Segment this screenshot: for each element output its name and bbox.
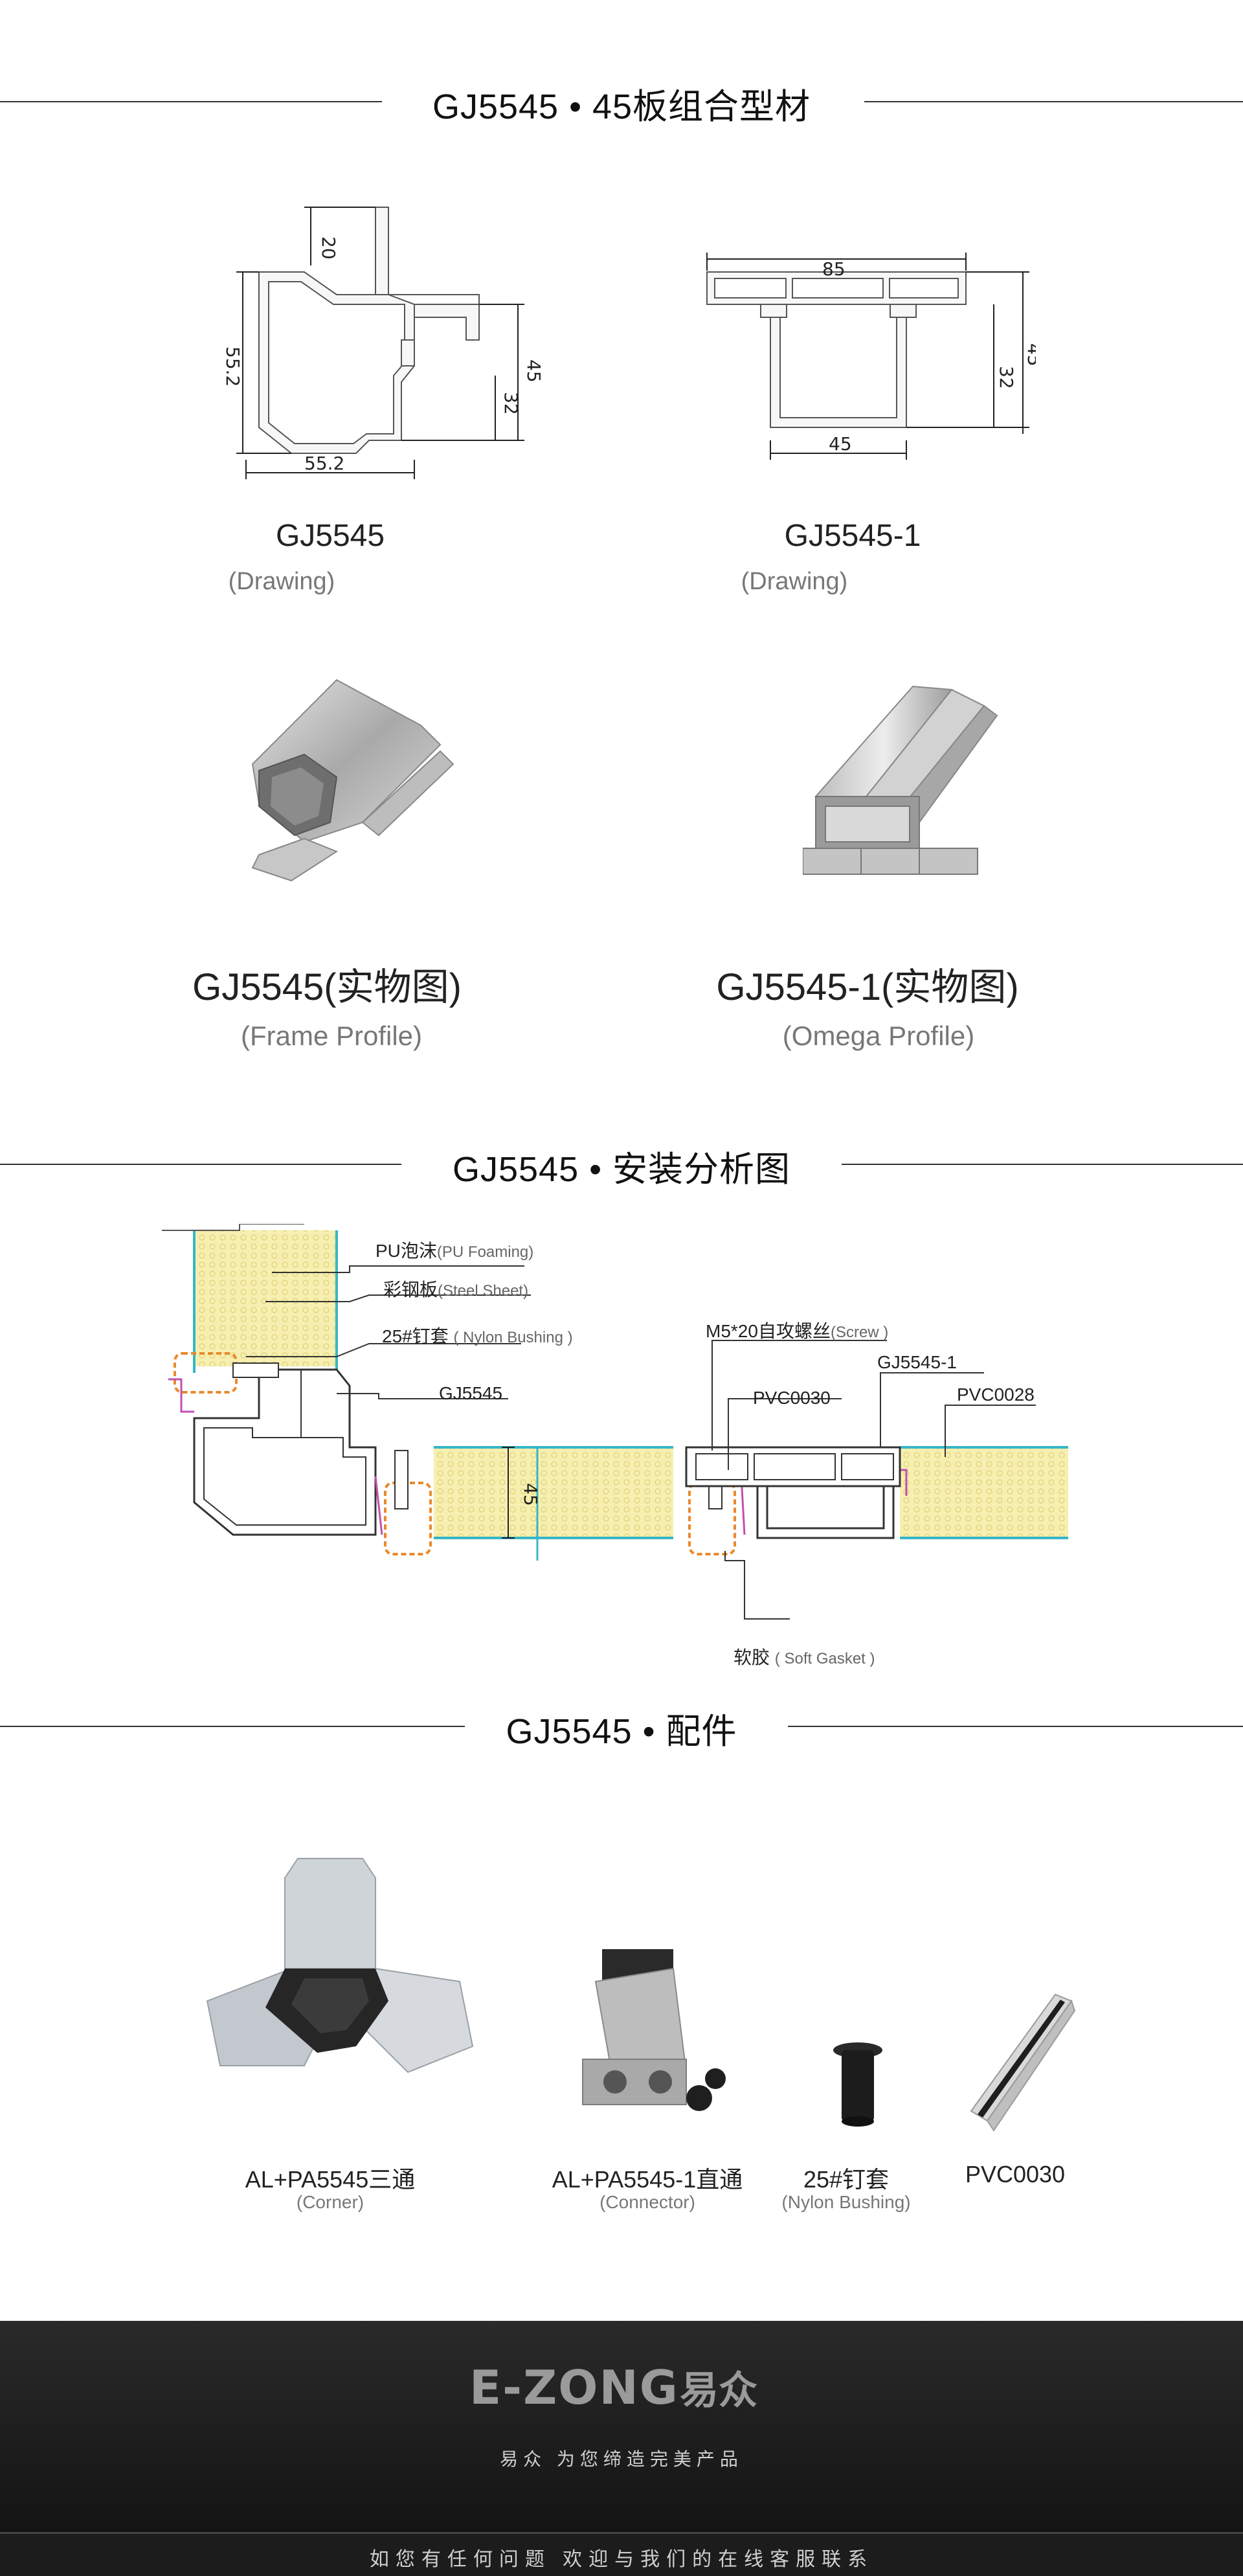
- accessory-nylon-bushing-sub: (Nylon Bushing): [781, 2192, 911, 2212]
- photo-omega-profile: [803, 685, 998, 875]
- dim-32: 32: [500, 392, 522, 415]
- footer-contact-text: 如您有任何问题 欢迎与我们的在线客服联系: [369, 2549, 874, 2570]
- dim-55-2-horizontal: 55.2: [304, 453, 344, 474]
- label-pu-foaming: PU泡沫(PU Foaming): [375, 1241, 534, 1261]
- dim-55-2-vertical: 55.2: [222, 346, 243, 387]
- drawing-gj5545-1-sub: (Drawing): [741, 568, 848, 595]
- footer-contact-bar: 如您有任何问题 欢迎与我们的在线客服联系: [0, 2532, 1243, 2576]
- accessory-nylon-bushing-name: 25#钉套: [803, 2166, 890, 2193]
- dim-85: 85: [822, 258, 845, 280]
- section-title-analysis: GJ5545 • 安装分析图: [452, 1150, 791, 1189]
- installation-diagram: 45: [162, 1224, 1068, 1620]
- drawing-gj5545-1: 85 32 45 45: [706, 253, 1036, 460]
- footer-tagline: 易众 为您缔造完美产品: [500, 2449, 743, 2469]
- accessory-connector-sub: (Connector): [599, 2192, 695, 2212]
- accessory-corner-sub: (Corner): [296, 2192, 364, 2212]
- label-pvc0028: PVC0028: [957, 1384, 1035, 1405]
- footer: E-ZONG 易众 易众 为您缔造完美产品: [0, 2321, 1243, 2532]
- title-rule-left: [0, 101, 382, 102]
- photo-omega-profile-name: GJ5545-1(实物图): [716, 966, 1019, 1008]
- drawing-gj5545-name: GJ5545: [275, 519, 385, 553]
- diagram-dim-45: 45: [520, 1483, 541, 1506]
- drawing-gj5545-1-name: GJ5545-1: [784, 519, 921, 553]
- accessory-corner-name: AL+PA5545三通: [245, 2166, 416, 2193]
- photo-frame-profile-sub: (Frame Profile): [240, 1021, 423, 1051]
- accessory-nylon-bushing-image: [833, 2042, 882, 2127]
- dim-45-horizontal: 45: [829, 433, 852, 455]
- dim-32: 32: [996, 366, 1017, 389]
- accessory-pvc0030-image: [970, 1993, 1076, 2132]
- label-gj5545-1: GJ5545-1: [877, 1352, 957, 1372]
- photo-frame-profile-name: GJ5545(实物图): [192, 966, 462, 1008]
- accessory-corner-image: [206, 1858, 474, 2073]
- dim-20: 20: [318, 236, 339, 260]
- drawing-gj5545: 20 55.2 55.2 32 45: [222, 207, 544, 479]
- dim-45-vertical: 45: [1024, 343, 1036, 367]
- title-rule-right: [842, 1164, 1243, 1165]
- svg-text:E-ZONG: E-ZONG: [469, 2360, 679, 2415]
- accessory-connector-image: [582, 1949, 726, 2111]
- label-steel-sheet: 彩钢板(Steel Sheet): [383, 1280, 529, 1300]
- photo-frame-profile: [251, 679, 454, 882]
- title-rule-left: [0, 1726, 465, 1727]
- label-soft-gasket: 软胶 ( Soft Gasket ): [733, 1647, 875, 1667]
- label-screw: M5*20自攻螺丝(Screw ): [706, 1321, 889, 1341]
- e-zong-logo: E-ZONG 易众: [469, 2360, 757, 2415]
- svg-text:易众: 易众: [680, 2368, 757, 2413]
- accessory-connector-name: AL+PA5545-1直通: [552, 2166, 743, 2193]
- label-nylon-bushing: 25#钉套 ( Nylon Bushing ): [382, 1326, 573, 1346]
- label-pvc0030: PVC0030: [753, 1388, 831, 1408]
- accessory-pvc0030-name: PVC0030: [965, 2161, 1066, 2187]
- title-rule-right: [788, 1726, 1243, 1727]
- photo-omega-profile-sub: (Omega Profile): [782, 1021, 975, 1051]
- dim-45: 45: [523, 359, 544, 383]
- title-rule-right: [864, 101, 1243, 102]
- section-title-profiles: GJ5545 • 45板组合型材: [432, 87, 811, 126]
- drawing-gj5545-sub: (Drawing): [228, 568, 335, 595]
- section-title-accessories: GJ5545 • 配件: [506, 1712, 737, 1751]
- label-gj5545: GJ5545: [439, 1383, 503, 1403]
- title-rule-left: [0, 1164, 401, 1165]
